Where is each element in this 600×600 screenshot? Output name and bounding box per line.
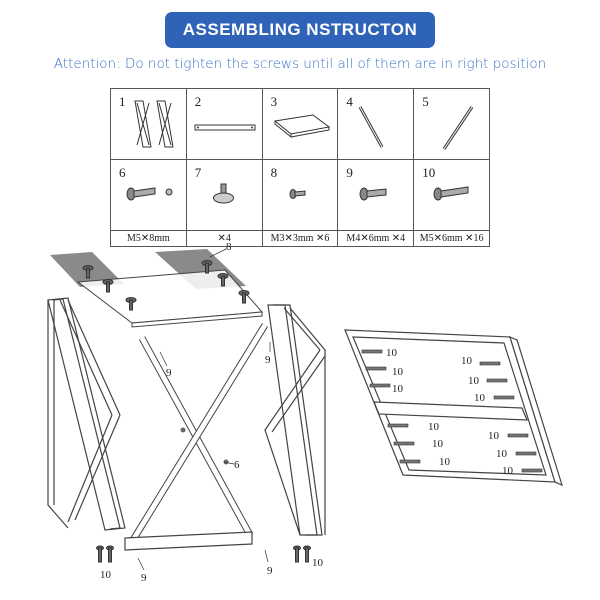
left-x-leg [47,297,126,531]
part-number: 8 [270,165,278,180]
callout-10-b: 10 [312,557,324,569]
diagonal-rod-thin-icon [442,106,474,150]
part-cell-5: 5 [413,88,490,160]
callout-10-a: 10 [100,569,112,581]
part-number: 5 [422,94,429,109]
callout-panel-10: 10 [488,430,500,442]
part-number: 9 [346,165,353,180]
foot-screws [96,545,311,563]
attention-note: Attention: Do not tighten the screws unt… [53,56,547,72]
tabletop-panel [76,269,264,328]
callout-8: 8 [226,241,232,253]
part-spec-7: ✕4 [185,230,263,247]
callout-9-c: 9 [141,572,147,584]
center-nut [223,459,229,465]
part-cell-9: 9 [337,159,415,231]
callout-panel-10: 10 [468,375,480,387]
callout-panel-10: 10 [496,448,508,460]
bottom-crossbar [124,531,253,551]
part-number: 2 [194,94,202,109]
small-screw-icon [289,189,306,199]
part-cell-2: 2 [185,88,263,160]
callout-panel-10: 10 [461,355,473,367]
parts-table: 1 2 3 [110,88,490,247]
part-cell-1: 1 [110,88,187,160]
cross-rods [130,323,268,542]
part-cell-10: 10 [413,159,490,231]
callout-9-d: 9 [267,565,273,577]
callout-panel-10: 10 [392,366,404,378]
part-spec-10: M5✕6mm ✕16 [413,230,490,247]
part-number: 10 [422,165,436,180]
screw-with-nut-icon [126,187,173,201]
top-screws [82,260,250,311]
part-cell-4: 4 [337,88,415,160]
callout-panel-10: 10 [439,456,451,468]
leveling-foot-icon [212,183,234,204]
part-cell-8: 8 [261,159,339,231]
callout-panel-10: 10 [474,392,486,404]
center-bolt [180,427,186,433]
callout-9-a: 9 [166,367,172,379]
callout-panel-10: 10 [392,383,404,395]
part-cell-6: 6 [110,159,187,231]
tabletop-panel-icon [273,114,330,139]
assembly-diagram: 8 9 9 6 9 9 10 10 [47,241,563,584]
diagonal-rod-icon [359,106,384,148]
part-number: 4 [346,94,353,109]
part-cell-3: 3 [261,88,339,160]
x-frame-leg-icon [134,100,174,148]
part-number: 6 [119,165,126,180]
callout-9-b: 9 [265,354,271,366]
callout-panel-10: 10 [502,465,514,477]
part-number: 3 [270,94,278,109]
callout-panel-10: 10 [386,347,398,359]
callout-6: 6 [234,459,240,471]
crossbar-icon [194,124,256,131]
part-spec-6: M5✕8mm [110,230,187,247]
page-title: ASSEMBLING NSTRUCTON [182,20,418,39]
part-cell-7: 7 [185,159,263,231]
panel-screws [361,349,543,473]
callout-panel-10: 10 [432,438,444,450]
callout-panel-10: 10 [428,421,440,433]
part-number: 1 [119,94,126,109]
medium-screw-icon [359,187,387,201]
long-screw-icon [433,186,469,201]
right-x-leg [264,304,326,536]
part-number: 7 [194,165,202,180]
title-badge: ASSEMBLING NSTRUCTON [165,12,435,48]
